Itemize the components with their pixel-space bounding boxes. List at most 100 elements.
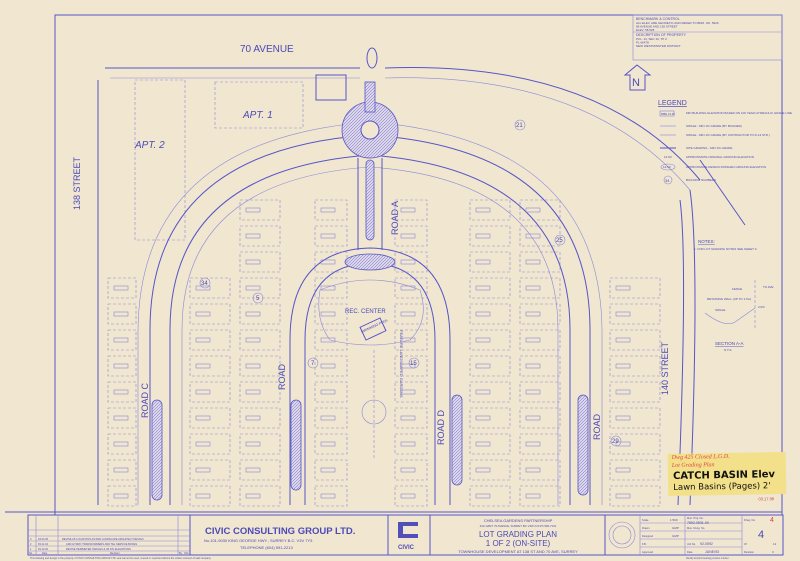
- mbe-tag: [475, 207, 491, 213]
- company-phone: TELEPHONE (604) 591-2213: [240, 545, 293, 550]
- svg-text:DESCRIPTION OF PROPERTY: DESCRIPTION OF PROPERTY: [636, 33, 687, 37]
- lot-outline: [239, 485, 281, 507]
- company-name: CIVIC CONSULTING GROUP LTD.: [205, 526, 355, 537]
- mbe-tag: [320, 337, 336, 343]
- mbe-tag: [113, 285, 129, 291]
- mbe-tag: [525, 363, 541, 369]
- north-arrow-icon: N: [623, 64, 652, 91]
- lot-outline: [609, 407, 661, 429]
- lot-outline: [239, 199, 281, 221]
- ownership-footer: This drawing and design is the property …: [30, 557, 212, 560]
- lot-outline: [314, 329, 348, 351]
- svg-text:Of: Of: [744, 542, 747, 546]
- lot-outline: [394, 355, 428, 377]
- sticky-note: Dwg 425 Closed L.G.D. Lot Grading Plan C…: [667, 451, 787, 501]
- lot-outline: [189, 433, 231, 455]
- mbe-tag: [400, 285, 416, 291]
- lot-outline: [107, 459, 137, 481]
- project-description: TOWNHOUSE DEVELOPMENT AT 138 ST AND 70 A…: [458, 549, 578, 554]
- mbe-tag: [400, 415, 416, 421]
- mbe-tag: [615, 337, 631, 343]
- mbe-tag: [525, 441, 541, 447]
- mbe-tag: [195, 441, 211, 447]
- road-d-label: ROAD D: [436, 409, 446, 445]
- svg-text:REVISE LB LOCATIONS AS PER LAN: REVISE LB LOCATIONS AS PER LANDSCAPE ARC…: [62, 537, 144, 541]
- mbe-tag: [320, 363, 336, 369]
- lot-outline: [394, 199, 428, 221]
- lot-outline: [609, 433, 661, 455]
- lot-outline: [394, 459, 428, 481]
- mbe-tag: [113, 337, 129, 343]
- svg-text:RETAINING WALL (UP TO 1.5m): RETAINING WALL (UP TO 1.5m): [707, 297, 751, 301]
- svg-text:93.10.20: 93.10.20: [38, 547, 49, 551]
- mbe-tag: [113, 441, 129, 447]
- road-b-label: ROAD: [277, 363, 287, 390]
- svg-text:Identify all prints bearing pr: Identify all prints bearing previous num…: [686, 557, 729, 560]
- mbe-tag: [245, 415, 261, 421]
- lot-outline: [239, 303, 281, 325]
- client-address: #10-12827 76 AVENUE, SURREY BC V3W 2V3 P…: [480, 524, 557, 528]
- mbe-tag: [195, 389, 211, 395]
- mbe-tag: [525, 207, 541, 213]
- lot-outline: [189, 329, 231, 351]
- mbe-tag: [475, 311, 491, 317]
- lot-outline: [609, 277, 661, 299]
- mbe-tag: [195, 467, 211, 473]
- mbe-tag: [525, 389, 541, 395]
- building-number: 15: [410, 361, 417, 367]
- svg-text:Scale: Scale: [642, 518, 649, 522]
- building-number: 25: [556, 238, 563, 244]
- lot-outline: [189, 277, 231, 299]
- benchmark-box: BENCHMARK & CONTROL ALL ELEV. ARE GEODET…: [632, 14, 783, 61]
- lot-outline: [239, 433, 281, 455]
- lot-outline: [314, 225, 348, 247]
- lot-outline: [239, 381, 281, 403]
- mbe-tag: [113, 311, 129, 317]
- mbe-tag: [615, 493, 631, 499]
- mbe-tag: [320, 259, 336, 265]
- road-e-label: ROAD: [592, 413, 602, 440]
- mbe-tag: [615, 285, 631, 291]
- svg-text:GMP: GMP: [672, 534, 679, 538]
- svg-text:94.04.06: 94.04.06: [38, 537, 49, 541]
- mbe-tag: [245, 285, 261, 291]
- lot-outline: [469, 381, 511, 403]
- mbe-tag: [400, 233, 416, 239]
- lot-outline: [394, 303, 428, 325]
- svg-text:Designed: Designed: [642, 534, 654, 538]
- mbe-tag: [245, 467, 261, 473]
- mbe-tag: [525, 285, 541, 291]
- svg-text:BENCHMARK & CONTROL: BENCHMARK & CONTROL: [636, 17, 680, 21]
- mbe-tag: [475, 233, 491, 239]
- street-label-140: 140 STREET: [660, 341, 670, 395]
- mbe-tag: [400, 467, 416, 473]
- lot-outline: [394, 381, 428, 403]
- lot-outline: [609, 355, 661, 377]
- svg-text:3: 3: [30, 537, 32, 541]
- svg-text:N: N: [632, 77, 640, 89]
- civic-logo: CIVIC: [398, 522, 418, 551]
- svg-text:Revision: Revision: [110, 552, 120, 555]
- mbe-tag: [245, 363, 261, 369]
- building-number: 5: [256, 296, 260, 302]
- company-address: No.101-9030 KING GEORGE HWY., SURREY B.C…: [204, 538, 313, 543]
- lot-outline: [314, 407, 348, 429]
- mbe-tag: [113, 415, 129, 421]
- drawing-subtitle: 1 OF 2 (ON-SITE): [486, 539, 551, 548]
- svg-text:Drawn: Drawn: [642, 526, 650, 530]
- lot-outline: [189, 381, 231, 403]
- svg-text:12: 12: [773, 542, 777, 546]
- sticky-note-line: Lawn Basins (Pages) 2': [673, 481, 771, 493]
- lot-outline: [239, 277, 281, 299]
- lot-outline: [239, 251, 281, 273]
- sheet-border: [54, 14, 783, 516]
- apt2-footprint: [134, 79, 186, 241]
- lot-outline: [519, 199, 561, 221]
- mbe-tag: [615, 441, 631, 447]
- median-road-e: [577, 394, 589, 496]
- svg-text:Mun. Drwg. No.: Mun. Drwg. No.: [687, 526, 705, 530]
- lot-outline: [609, 303, 661, 325]
- lot-outline: [469, 225, 511, 247]
- mbe-tag: [320, 233, 336, 239]
